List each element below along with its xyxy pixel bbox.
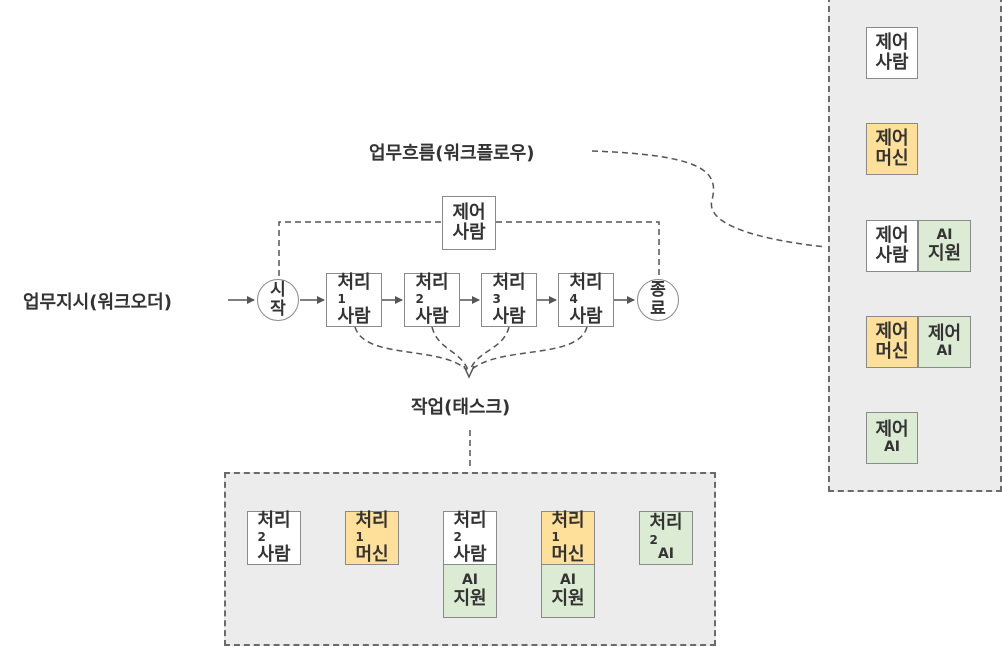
workorder-label: 업무지시(워크오더) [23,292,172,313]
control-loop-line [278,221,660,276]
task-curve-3 [469,326,510,371]
workflow-label: 업무흐름(워크플로우) [369,143,535,164]
workflow-link-line [591,150,827,248]
task-curve-2 [431,326,469,371]
task-label: 작업(태스크) [411,397,511,418]
task-curve-1 [354,326,468,371]
task-curve-arrowhead [463,365,475,379]
task-curve-4 [470,326,588,371]
